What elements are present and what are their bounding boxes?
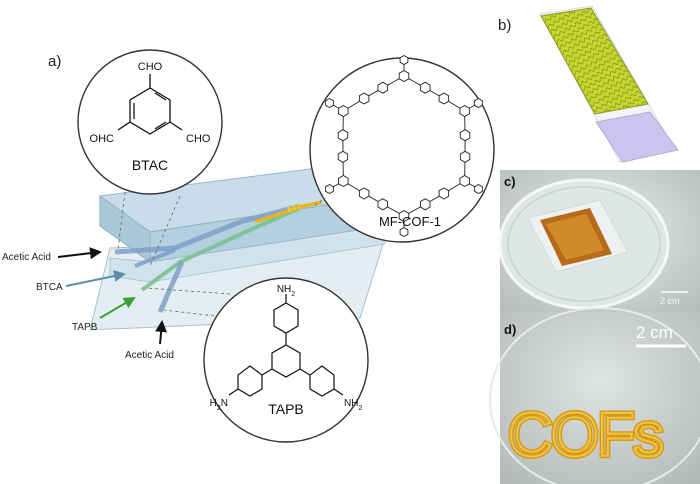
tapb-structure (228, 294, 344, 397)
scale-label-d: 2 cm (636, 323, 673, 342)
inlet-label-btca: BTCA (36, 282, 63, 293)
inlet-acetic-top: Acetic Acid (2, 247, 102, 263)
cof-benzene-unit (419, 198, 431, 211)
cof-benzene-unit (337, 129, 349, 142)
inlet-label-acetic-top: Acetic Acid (2, 252, 51, 263)
cof-benzene-unit (337, 150, 349, 163)
channel-btca (134, 248, 176, 268)
cof-branch-benzene (399, 54, 409, 66)
panel-b: b) (498, 5, 679, 163)
cof-benzene-unit (438, 92, 450, 105)
scale-label-c: 2 cm (660, 296, 680, 306)
cofs-writing: COFs (508, 401, 662, 470)
uncoated-region (595, 111, 679, 163)
cof-name: MF-COF-1 (379, 214, 441, 229)
tapb-name: TAPB (268, 401, 304, 417)
cof-branch-benzene (399, 226, 409, 238)
cof-benzene-unit (459, 174, 470, 188)
inlet-btca: BTCA (36, 270, 126, 293)
btac-group-left: OHC (90, 133, 115, 145)
arrow-acetic-top-icon (57, 247, 102, 260)
leader-lines (117, 191, 323, 319)
tapb-group-right: NH2 (344, 398, 362, 412)
inlet-acetic-bottom: Acetic Acid (125, 320, 174, 361)
panel-d: d) 2 cm COFs COFs (489, 307, 700, 484)
btac-group-right: CHO (186, 133, 211, 145)
inlet-label-tapb: TAPB (72, 322, 98, 333)
btac-name: BTAC (132, 157, 168, 173)
tapb-bubble: NH2 H2N NH2 TAPB (203, 277, 369, 443)
channel-acetic-bottom (157, 260, 185, 314)
cof-benzene-unit (438, 187, 450, 200)
arrow-tapb-icon (99, 296, 136, 319)
photo-d-background (500, 312, 700, 484)
channel-tapb (140, 206, 301, 292)
channel-acetic-top (114, 203, 301, 255)
cof-benzene-unit (459, 104, 470, 118)
cof-bubble: MF-COF-1 (309, 54, 495, 243)
btac-structure (117, 74, 183, 135)
cof-benzene-unit (459, 129, 471, 142)
cof-ring-structure (325, 54, 483, 238)
arrow-btca-icon (65, 270, 126, 287)
cof-branch-benzene (325, 97, 334, 109)
panel-a-label: a) (48, 53, 61, 70)
inlet-label-acetic-bottom: Acetic Acid (125, 350, 174, 361)
panel-d-label: d) (504, 322, 516, 337)
cof-benzene-unit (398, 69, 410, 83)
panel-a: a) Acetic Acid BTC (2, 49, 495, 443)
microfluidic-chip (89, 167, 387, 331)
cof-benzene-unit (459, 150, 471, 163)
cof-benzene-unit (419, 81, 431, 94)
cof-benzene-unit (338, 174, 349, 188)
panel-c-label: c) (504, 174, 516, 189)
cof-branch-benzene (474, 97, 483, 109)
cof-benzene-unit (377, 81, 389, 94)
cof-benzene-unit (358, 187, 370, 200)
panel-c: c) 2 cm (498, 170, 700, 312)
cof-mesh-film (540, 7, 649, 115)
cof-benzene-unit (377, 198, 389, 211)
inlet-tapb: TAPB (72, 296, 136, 333)
btac-group-top: CHO (138, 61, 163, 73)
btac-bubble: CHO OHC CHO BTAC (77, 49, 223, 195)
tapb-group-left: H2N (210, 398, 228, 412)
cof-branch-benzene (325, 183, 334, 195)
arrow-acetic-bottom-icon (155, 320, 168, 345)
panel-b-label: b) (498, 17, 511, 34)
cof-branch-benzene (474, 183, 483, 195)
cof-benzene-unit (338, 104, 349, 118)
cof-benzene-unit (358, 92, 370, 105)
tapb-group-top: NH2 (277, 284, 295, 298)
cofs-writing-highlight: COFs (508, 401, 662, 470)
